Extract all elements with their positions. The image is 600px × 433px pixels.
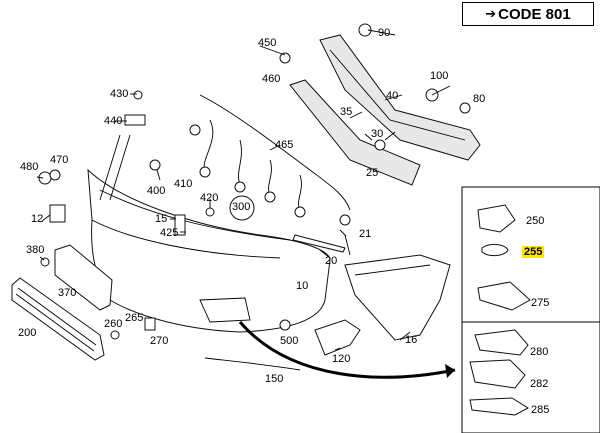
part-label-470: 470 (50, 154, 69, 166)
bolt-420 (205, 207, 215, 217)
detail-arrow (238, 321, 456, 379)
arrow-right-icon: ➔ (485, 6, 497, 21)
grille-280 (474, 329, 529, 356)
part-label-265: 265 (125, 312, 144, 324)
part-label-150: 150 (265, 373, 284, 385)
part-label-410: 410 (174, 178, 193, 190)
leader-lines (36, 29, 451, 351)
trim-strip (204, 357, 301, 371)
code-variant-box: ➔ CODE 801 (462, 2, 594, 26)
variant-panel (461, 186, 600, 433)
bracket-21 (344, 234, 351, 256)
lower-grille (11, 277, 105, 361)
bracket-15 (174, 214, 186, 236)
part-label-21: 21 (359, 228, 372, 240)
bolt-430 (133, 90, 143, 100)
part-label-250: 250 (526, 215, 545, 227)
clip-90 (358, 23, 372, 37)
part-label-275: 275 (531, 297, 550, 309)
strip-285 (469, 397, 529, 416)
part-label-16: 16 (405, 334, 418, 346)
side-bracket-right (344, 254, 451, 341)
clip-500 (279, 319, 291, 331)
part-label-430: 430 (110, 88, 129, 100)
strip-20 (292, 234, 346, 253)
part-label-80: 80 (473, 93, 486, 105)
grille-282 (469, 359, 526, 389)
bolt-380 (40, 257, 50, 267)
part-label-400: 400 (147, 185, 166, 197)
part-label-15: 15 (155, 213, 168, 225)
part-label-380: 380 (26, 244, 45, 256)
drl-275 (477, 281, 531, 311)
fog-cover-250 (477, 204, 516, 233)
part-label-500: 500 (280, 335, 299, 347)
license-plate-bracket (54, 244, 113, 311)
part-label-35: 35 (340, 106, 353, 118)
part-label-300: 300 (232, 201, 251, 213)
part-label-12: 12 (31, 213, 44, 225)
bracket-265 (144, 317, 156, 331)
bolt-400 (149, 159, 161, 171)
part-label-30: 30 (371, 128, 384, 140)
ring-255 (481, 243, 509, 257)
clip-12 (49, 204, 66, 223)
part-label-270: 270 (150, 335, 169, 347)
wiring-harness (189, 94, 351, 226)
part-label-280: 280 (530, 346, 549, 358)
part-label-260: 260 (104, 318, 123, 330)
bumper-cover (87, 134, 331, 333)
part-label-10: 10 (296, 280, 309, 292)
air-guide (314, 319, 361, 356)
bolt-260 (110, 330, 120, 340)
part-label-425: 425 (160, 227, 179, 239)
part-label-370: 370 (58, 287, 77, 299)
part-label-465: 465 (275, 139, 294, 151)
part-label-120: 120 (332, 353, 351, 365)
lower-reinforcement (289, 79, 421, 186)
bracket-440 (124, 114, 146, 126)
clip-80 (459, 102, 471, 114)
part-label-420: 420 (200, 192, 219, 204)
part-label-200: 200 (18, 327, 37, 339)
part-label-100: 100 (430, 70, 449, 82)
part-label-450: 450 (258, 37, 277, 49)
part-label-480: 480 (20, 161, 39, 173)
impact-beam (319, 34, 481, 161)
part-label-20: 20 (325, 255, 338, 267)
part-label-460: 460 (262, 73, 281, 85)
clip-450 (279, 52, 291, 64)
part-label-40: 40 (386, 90, 399, 102)
part-label-285: 285 (531, 404, 550, 416)
part-label-282: 282 (530, 378, 549, 390)
part-label-255-highlighted: 255 (522, 246, 545, 258)
cover-30 (374, 139, 386, 151)
part-label-25: 25 (366, 167, 379, 179)
sensor-470 (49, 169, 61, 181)
part-label-90: 90 (378, 27, 391, 39)
harness-300 (229, 195, 255, 221)
code-label: CODE 801 (498, 5, 571, 23)
part-label-440: 440 (104, 115, 123, 127)
